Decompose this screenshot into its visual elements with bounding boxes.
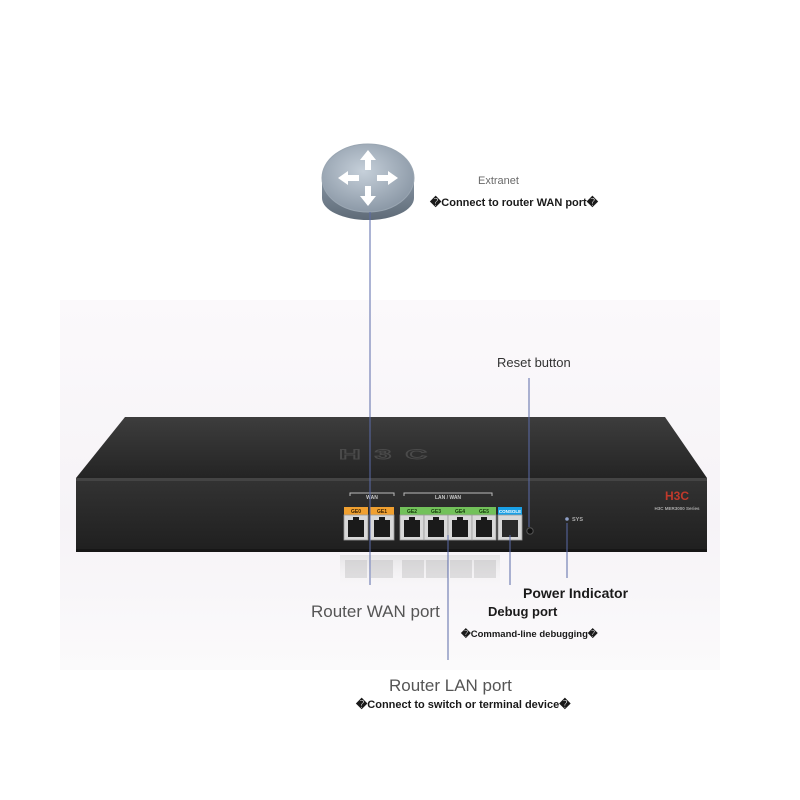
chassis-logo-emboss: H3C bbox=[339, 447, 441, 462]
wan-group-label: WAN bbox=[366, 495, 378, 501]
router-lan-port-sub-label: �Connect to switch or terminal device� bbox=[356, 699, 571, 711]
router-icon bbox=[321, 143, 415, 220]
console-port[interactable]: CONSOLE bbox=[497, 507, 523, 541]
lan-port-ge2[interactable]: GE2 bbox=[399, 507, 425, 541]
port-label: GE0 bbox=[351, 509, 361, 515]
console-label: CONSOLE bbox=[499, 509, 521, 514]
extranet-sub-label: �Connect to router WAN port� bbox=[430, 197, 598, 209]
debug-port-label: Debug port bbox=[488, 604, 558, 619]
reset-button[interactable] bbox=[526, 527, 534, 535]
router-wan-port-label: Router WAN port bbox=[311, 602, 440, 621]
h3c-logo: H3C bbox=[665, 489, 689, 503]
power-indicator-led bbox=[565, 517, 569, 521]
reset-button-label: Reset button bbox=[497, 355, 571, 370]
port-label: GE4 bbox=[455, 509, 465, 515]
port-label: GE1 bbox=[377, 509, 387, 515]
wan-port-ge1[interactable]: GE1 bbox=[369, 507, 395, 541]
power-indicator-label: Power Indicator bbox=[523, 585, 629, 601]
port-reflection-shapes bbox=[345, 560, 496, 578]
leader-lines bbox=[369, 212, 568, 660]
port-reflection bbox=[340, 555, 500, 595]
extranet-label: Extranet bbox=[478, 175, 519, 187]
router-lan-port-label: Router LAN port bbox=[389, 676, 512, 695]
port-group-brackets bbox=[349, 492, 493, 496]
lan-port-ge4[interactable]: GE4 bbox=[447, 507, 473, 541]
port-label: GE2 bbox=[407, 509, 417, 515]
port-label: GE5 bbox=[479, 509, 489, 515]
port-label: GE3 bbox=[431, 509, 441, 515]
lan-port-ge3[interactable]: GE3 bbox=[423, 507, 449, 541]
wan-port-ge0[interactable]: GE0 bbox=[343, 507, 369, 541]
lan-port-ge5[interactable]: GE5 bbox=[471, 507, 497, 541]
series-label: H3C MER3000 Series bbox=[654, 506, 700, 511]
lan-wan-group-label: LAN / WAN bbox=[435, 495, 461, 501]
debug-port-sub-label: �Command-line debugging� bbox=[461, 629, 598, 640]
sys-label: SYS bbox=[572, 517, 583, 523]
